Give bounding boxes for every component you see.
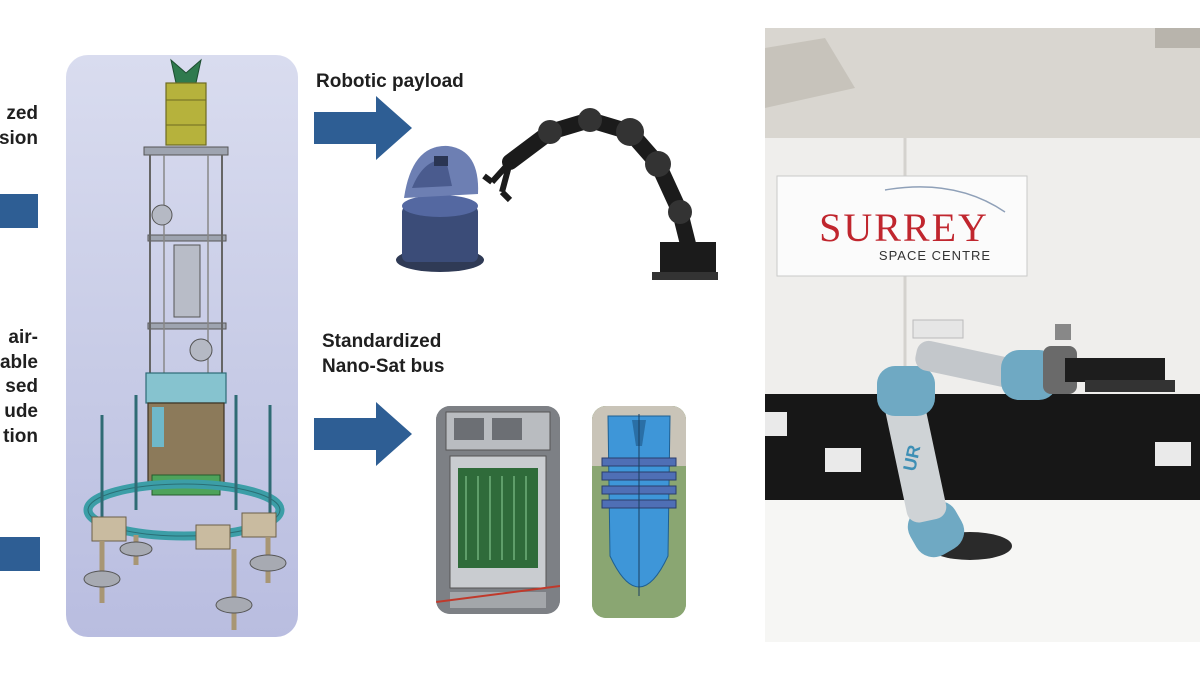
left-caption-top: zed sion: [0, 102, 38, 151]
left-arrow-stub-bottom: [0, 537, 40, 571]
lab-robot-photo: UR SURREY SPACE CENTRE: [765, 28, 1200, 642]
nanosat-label-line-2: Nano-Sat bus: [322, 355, 445, 377]
robotic-arm-image: [482, 108, 718, 280]
sign-title: SURREY: [819, 205, 989, 250]
left-caption-middle-line-4: ude: [4, 401, 38, 423]
deployer-illustration: [592, 406, 686, 618]
cad-tower-illustration: [83, 58, 287, 630]
left-caption-middle: air- able sed ude tion: [0, 326, 38, 449]
nanosat-bus-photo: [436, 406, 560, 614]
left-caption-top-line-1: zed: [6, 103, 38, 124]
left-caption-middle-line-2: able: [0, 351, 38, 373]
right-arrow-icon: [314, 96, 412, 160]
robotic-head-image: [396, 145, 484, 272]
sign-subtitle: SPACE CENTRE: [878, 248, 992, 263]
left-arrow-stub-top: [0, 194, 38, 228]
left-caption-middle-line-1: air-: [8, 327, 38, 348]
nanosat-label: Standardized Nano-Sat bus: [322, 330, 444, 379]
lab-scene-illustration: UR: [765, 28, 1200, 642]
left-caption-middle-line-3: sed: [5, 376, 38, 398]
cad-model-panel: [66, 55, 298, 637]
left-caption-top-line-2: sion: [0, 127, 38, 149]
left-caption-middle-line-5: tion: [3, 425, 38, 447]
nanosat-label-line-1: Standardized: [322, 331, 442, 352]
right-arrow-icon: [314, 402, 412, 466]
deployer-photo: [592, 406, 686, 618]
nanosat-bus-illustration: [436, 406, 560, 614]
robotic-payload-label: Robotic payload: [316, 71, 464, 92]
